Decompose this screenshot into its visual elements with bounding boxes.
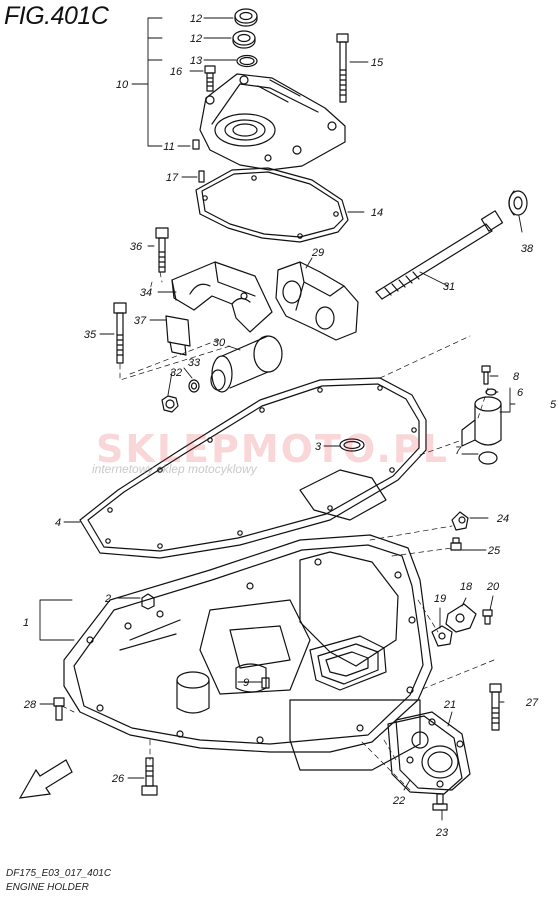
forward-direction-arrow-icon	[18, 759, 73, 799]
callout-label: 8	[513, 371, 520, 383]
bolt-part	[113, 302, 127, 364]
bolt-part	[450, 537, 462, 551]
bolt-part	[336, 33, 349, 103]
callout-label: 31	[443, 281, 455, 293]
figure-caption: ENGINE HOLDER	[6, 882, 89, 893]
bushing-part	[210, 335, 283, 393]
callout-label: 29	[311, 247, 324, 259]
dowel-pin-part	[192, 139, 200, 150]
figure-code: DF175_E03_017_401C	[6, 868, 112, 879]
bolt-part	[432, 793, 448, 811]
o-ring-part	[478, 451, 498, 465]
callout-label: 24	[496, 513, 509, 525]
callout-label: 30	[213, 337, 226, 349]
gasket-part	[431, 625, 453, 647]
retainer-plate-part	[165, 315, 191, 356]
drain-plug-part	[141, 593, 155, 610]
watermark-brand: SKLEPMOTO.PL	[96, 427, 449, 471]
callout-label: 27	[525, 697, 539, 709]
callout-label: 23	[435, 827, 449, 839]
callout-label: 18	[460, 581, 473, 593]
callout-label: 32	[170, 367, 182, 379]
bolt-part	[451, 511, 469, 531]
oil-cover-part	[199, 73, 346, 171]
callout-label: 11	[163, 141, 174, 153]
washer-part	[508, 190, 528, 216]
callout-label: 28	[23, 699, 37, 711]
callout-label: 19	[434, 593, 446, 605]
oil-pan-gasket-part	[79, 377, 427, 559]
callout-label: 13	[190, 55, 203, 67]
callout-label: 12	[190, 13, 202, 25]
callout-label: 22	[392, 795, 405, 807]
callout-label: 21	[443, 699, 456, 711]
callout-label: 1	[23, 617, 29, 629]
bolt-part	[482, 609, 493, 625]
mount-bracket-part	[171, 261, 273, 333]
callout-label: 14	[371, 207, 383, 219]
callout-label: 4	[55, 517, 61, 529]
rubber-mount-part	[275, 261, 359, 341]
watermark-subtitle: internetowy sklep motocyklowy	[92, 462, 258, 476]
callout-label: 25	[487, 545, 501, 557]
callout-label: 20	[486, 581, 500, 593]
sensor-part	[445, 603, 477, 633]
cover-gasket-part	[195, 167, 349, 243]
bolt-part	[141, 757, 158, 796]
bolt-part	[204, 65, 216, 92]
callout-label: 37	[134, 315, 147, 327]
bolt-part	[489, 683, 502, 731]
callout-label: 35	[84, 329, 97, 341]
callout-label: 16	[170, 66, 183, 78]
oil-pan-part	[63, 534, 433, 771]
callout-label: 26	[111, 773, 125, 785]
callout-label: 36	[130, 241, 143, 253]
washer-part	[188, 379, 200, 393]
o-ring-part	[339, 438, 365, 452]
callout-label: 12	[190, 33, 202, 45]
bolt-part	[155, 227, 169, 273]
bolt-part	[53, 697, 65, 721]
bolt-part	[481, 365, 491, 385]
callout-label: 34	[140, 287, 152, 299]
oil-pipe-part	[461, 388, 502, 447]
dowel-pin-part	[198, 170, 205, 183]
callout-label: 10	[116, 79, 129, 91]
cover-gasket-part	[387, 715, 463, 795]
o-ring-part	[236, 54, 258, 68]
callout-label: 17	[166, 172, 179, 184]
callout-label: 6	[517, 387, 524, 399]
figure-title: FIG.401C	[4, 2, 109, 30]
callout-label: 3	[315, 441, 322, 453]
callout-label: 9	[243, 677, 249, 689]
cover-plate-part	[395, 711, 471, 791]
oil-seal-part	[234, 8, 258, 27]
callout-label: 7	[455, 445, 462, 457]
dowel-pin-part	[261, 677, 270, 689]
callout-label: 15	[371, 57, 384, 69]
callout-label: 38	[521, 243, 534, 255]
callout-label: 2	[104, 593, 111, 605]
through-bolt-part	[375, 210, 504, 300]
nut-part	[161, 395, 179, 413]
oil-seal-part	[232, 30, 256, 49]
callout-label: 5	[550, 399, 557, 411]
watermark: SKLEPMOTO.PL internetowy sklep motocyklo…	[92, 427, 449, 476]
callout-label: 33	[188, 357, 201, 369]
callout-labels: 12 12 13 16 15 10 11 17 14 38 36 29 34 3…	[23, 13, 557, 839]
